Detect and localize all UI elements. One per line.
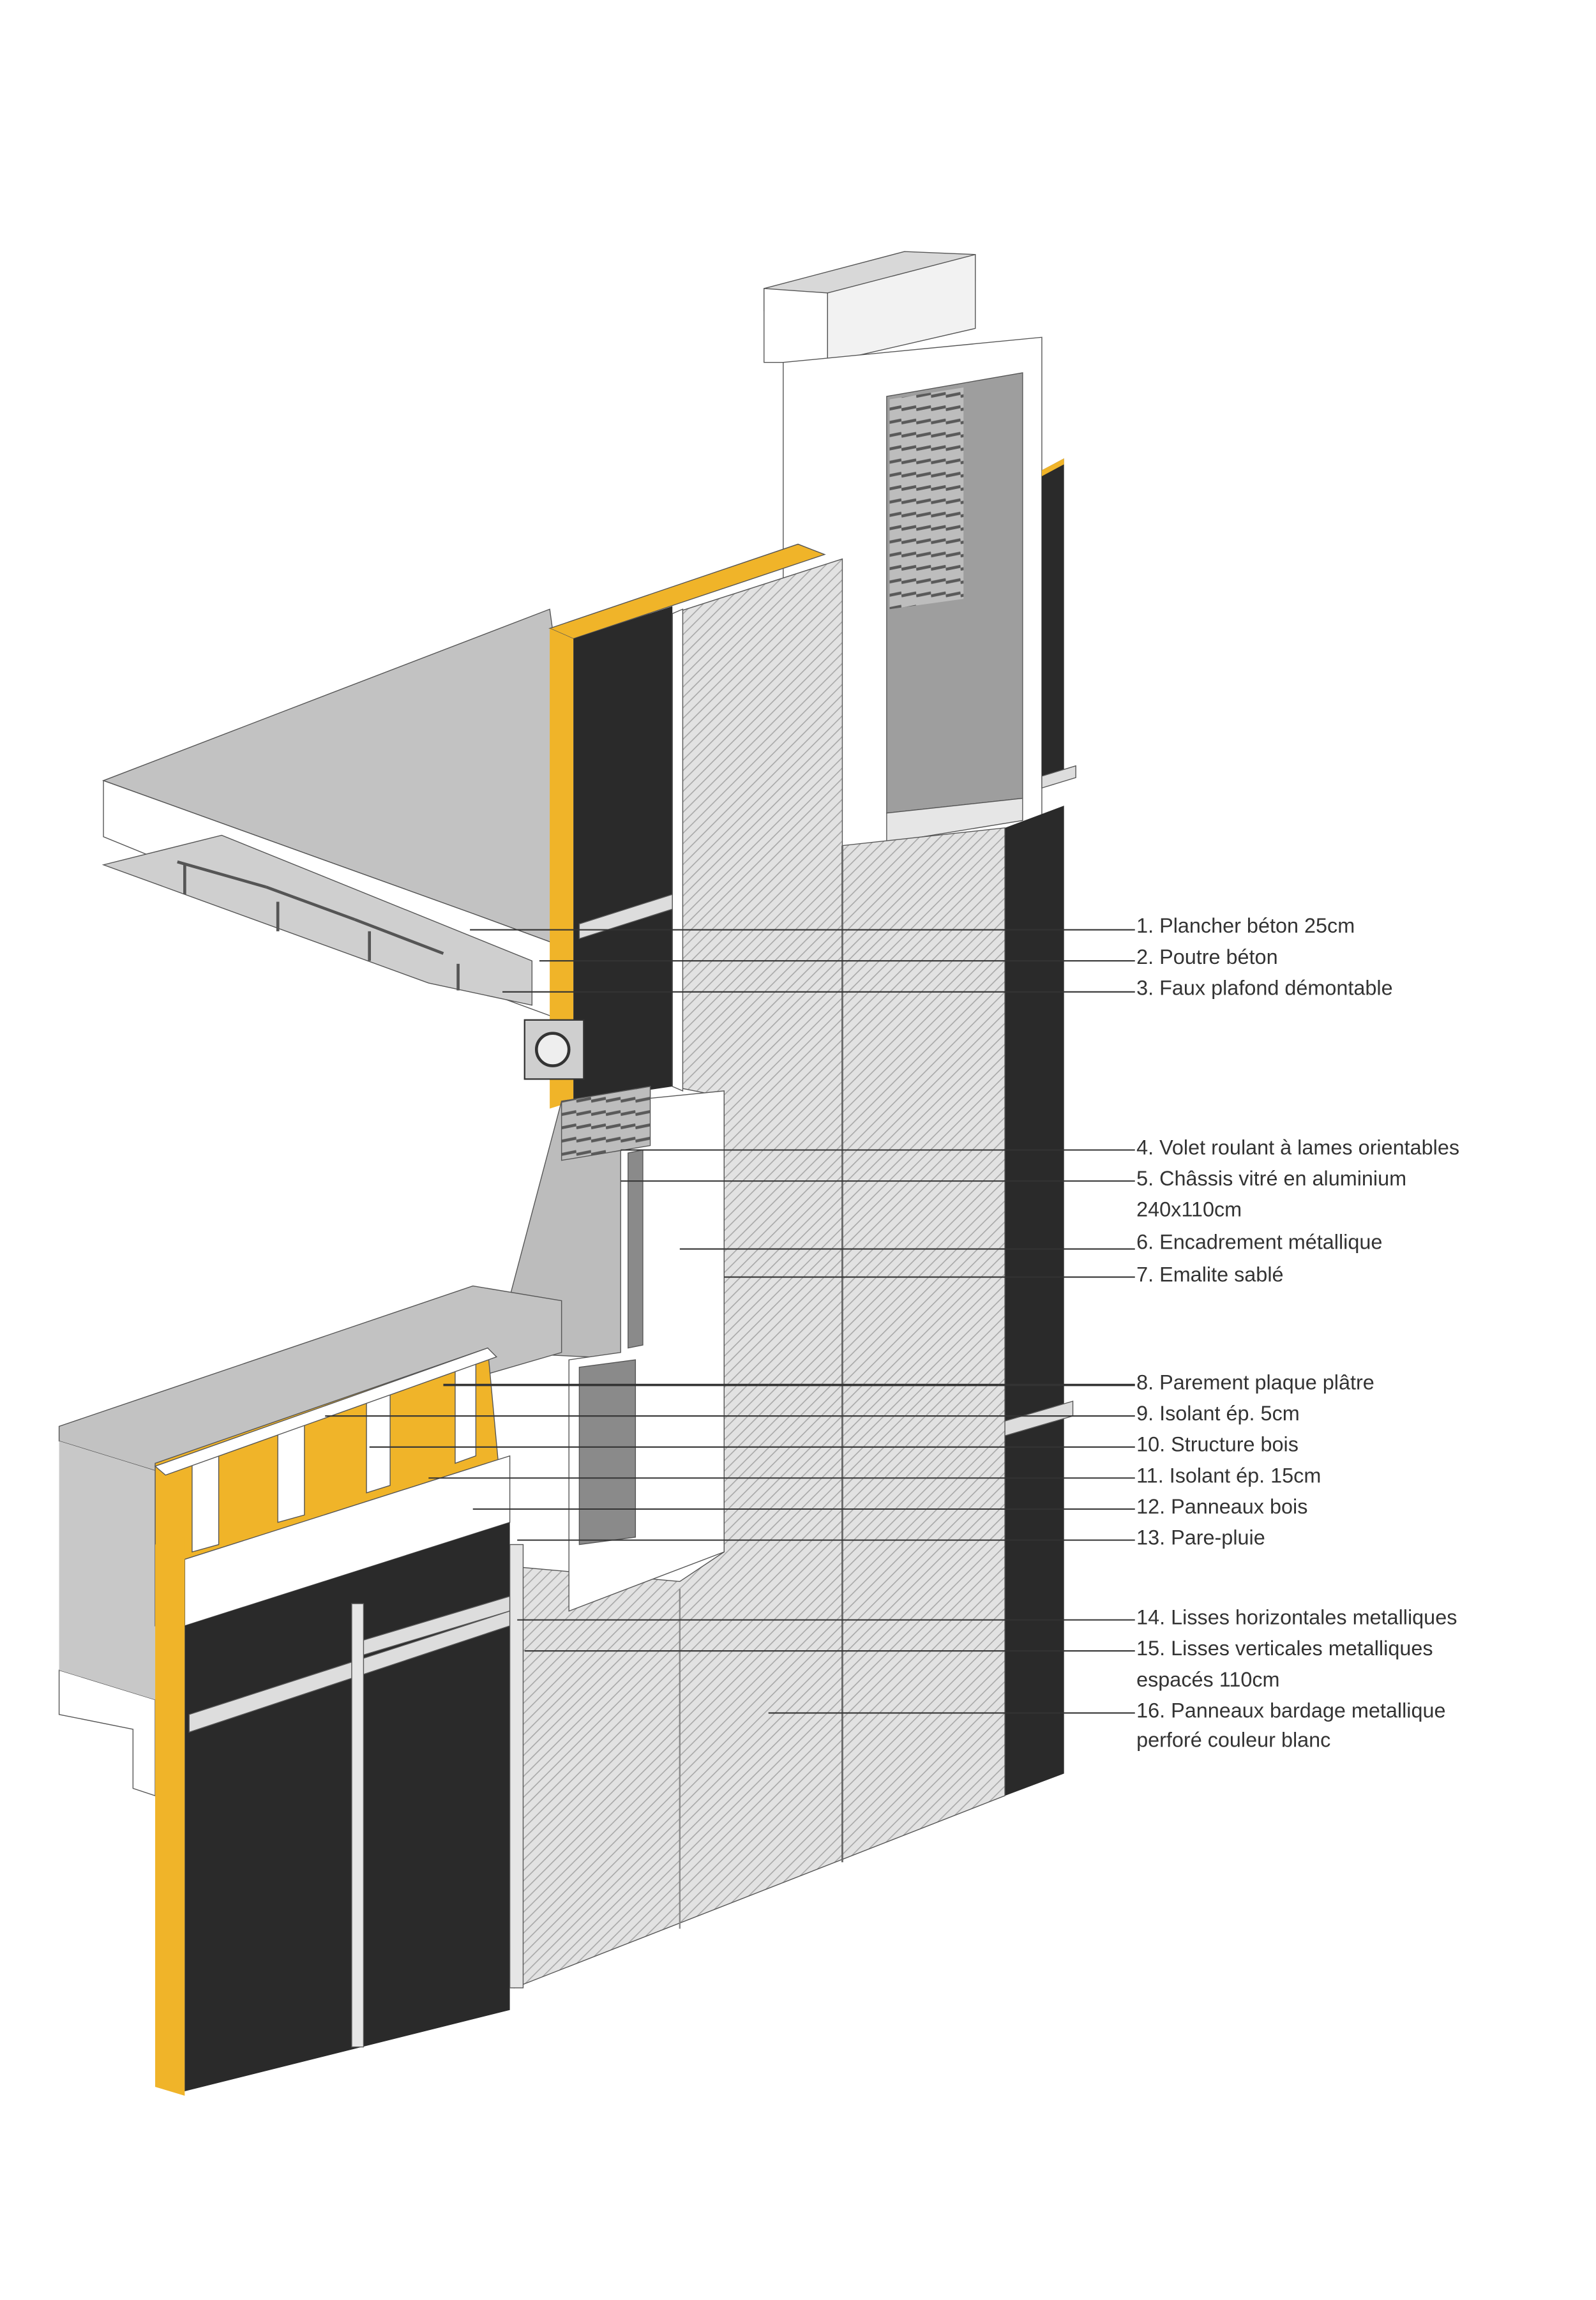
upper-dark-panel <box>573 606 673 1102</box>
legend-item-16: 16. Panneaux bardage metallique <box>1136 1699 1445 1722</box>
upper-insulation-strip <box>550 628 574 1109</box>
legend-item-3: 3. Faux plafond démontable <box>1136 976 1393 999</box>
legend-item-2: 2. Poutre béton <box>1136 945 1277 968</box>
roller-shutter-box <box>523 1019 585 1080</box>
vertical-rail <box>351 1603 365 2048</box>
right-dark-wall <box>1005 806 1064 1796</box>
legend-item-1: 1. Plancher béton 25cm <box>1136 914 1355 937</box>
legend-item-7: 7. Emalite sablé <box>1136 1263 1283 1286</box>
legend-item-14: 14. Lisses horizontales metalliques <box>1136 1606 1457 1629</box>
legend-item-6: 6. Encadrement métallique <box>1136 1231 1382 1254</box>
top-cap-side <box>827 253 976 363</box>
upper-insulation-top <box>548 543 826 640</box>
lower-insulation-strip <box>155 1537 185 2096</box>
plaster-board-top <box>154 1347 498 1476</box>
legend-item-9: 9. Isolant ép. 5cm <box>1136 1402 1300 1425</box>
lower-slab-side <box>59 1441 156 1700</box>
leader-lines <box>325 929 1135 1714</box>
vertical-rail <box>509 1544 524 1988</box>
lower-dark-panel <box>184 1522 510 2092</box>
window-glass <box>628 1149 644 1349</box>
ceiling-hangers <box>177 860 460 991</box>
legend-item-8: 8. Parement plaque plâtre <box>1136 1371 1374 1394</box>
legend-item-13: 13. Pare-pluie <box>1136 1526 1265 1549</box>
upper-window-sill <box>886 797 1023 843</box>
legend-item-12: 12. Panneaux bois <box>1136 1495 1307 1518</box>
timber-studs <box>192 1359 477 1553</box>
top-cap-front <box>764 288 828 363</box>
right-strip-yellow <box>1041 458 1064 476</box>
legend-item-16-cont: perforé couleur blanc <box>1136 1729 1330 1752</box>
legend-item-15-cont: espacés 110cm <box>1136 1668 1279 1691</box>
right-dark-wall-upper <box>1041 458 1064 784</box>
upper-louvers <box>889 387 964 610</box>
legend-item-4: 4. Volet roulant à lames orientables <box>1136 1136 1459 1159</box>
window-glass-lower <box>578 1359 636 1545</box>
legend-item-15: 15. Lisses verticales metalliques <box>1136 1637 1433 1660</box>
ceiling-grid <box>102 834 533 1006</box>
legend-item-5-cont: 240x110cm <box>1136 1198 1242 1221</box>
cladding-edge <box>672 608 684 1092</box>
legend-item-10: 10. Structure bois <box>1136 1433 1299 1456</box>
window-shutter <box>561 1086 651 1161</box>
legend-item-11: 11. Isolant ép. 15cm <box>1136 1464 1321 1487</box>
legend-item-5: 5. Châssis vitré en aluminium <box>1136 1167 1406 1190</box>
legend: 1. Plancher béton 25cm 2. Poutre béton 3… <box>1136 914 1459 1751</box>
rail-right-upper <box>1041 765 1076 789</box>
